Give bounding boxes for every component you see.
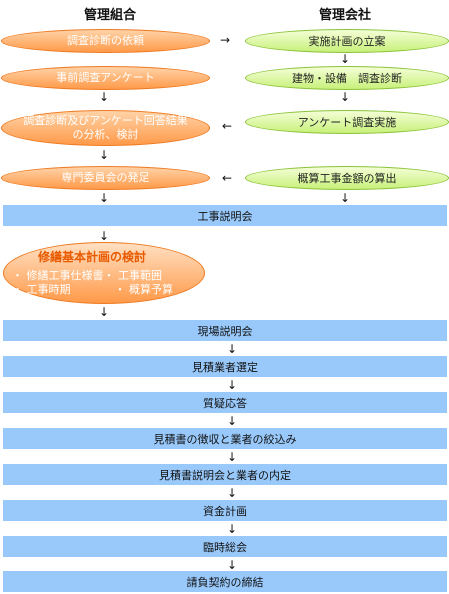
right-step-building-inspection: 建物・設備 調査診断 (245, 66, 449, 90)
down-arrow: ↓ (226, 522, 238, 536)
down-arrow: ↓ (98, 305, 110, 319)
step-funding-plan: 資金計画 (3, 500, 447, 521)
left-step-analysis-review: 調査診断及びアンケート回答結果の分析、検討 (1, 110, 210, 146)
left-arrow: ← (221, 119, 233, 133)
plan-review-oval (3, 242, 205, 304)
down-arrow: ↓ (226, 486, 238, 500)
plan-review-title: 修繕基本計画の検討 (38, 250, 147, 264)
down-arrow: ↓ (339, 191, 351, 205)
down-arrow: ↓ (98, 191, 110, 205)
step-construction-briefing: 工事説明会 (3, 205, 447, 226)
down-arrow: ↓ (226, 342, 238, 356)
down-arrow: ↓ (339, 90, 351, 104)
left-arrow: ← (221, 171, 233, 185)
step-contractor-selection: 見積業者選定 (3, 356, 447, 377)
right-step-cost-estimate: 概算工事金額の算出 (245, 166, 449, 190)
step-contract-signing: 請負契約の締結 (3, 571, 447, 592)
left-step-committee-formation: 専門委員会の発足 (1, 166, 210, 190)
down-arrow: ↓ (226, 558, 238, 572)
plan-review-item: ・ 工事時期 ・ 概算予算 (12, 283, 173, 296)
down-arrow: ↓ (98, 90, 110, 104)
right-step-questionnaire-survey: アンケート調査実施 (245, 110, 449, 134)
header-management-association: 管理組合 (83, 8, 136, 23)
down-arrow: ↓ (226, 378, 238, 392)
step-quote-briefing: 見積書説明会と業者の内定 (3, 464, 447, 485)
down-arrow: ↓ (339, 52, 351, 66)
left-step-analysis-review-text: 調査診断及びアンケート回答結果の分析、検討 (23, 114, 188, 141)
right-step-implementation-plan: 実施計画の立案 (245, 29, 449, 53)
down-arrow: ↓ (98, 148, 110, 162)
left-step-pre-survey-questionnaire: 事前調査アンケート (1, 66, 210, 90)
left-step-request-survey: 調査診断の依頼 (1, 29, 210, 53)
plan-review-item: ・ 修繕工事仕様書・ 工事範囲 (12, 269, 162, 282)
down-arrow: ↓ (226, 450, 238, 464)
down-arrow: ↓ (226, 414, 238, 428)
step-extraordinary-meeting: 臨時総会 (3, 536, 447, 557)
right-arrow: → (219, 33, 231, 47)
step-qa: 質疑応答 (3, 392, 447, 413)
step-quote-collection: 見積書の徴収と業者の絞込み (3, 428, 447, 449)
down-arrow: ↓ (98, 229, 110, 243)
header-management-company: 管理会社 (318, 8, 371, 23)
step-site-briefing: 現場説明会 (3, 320, 447, 341)
